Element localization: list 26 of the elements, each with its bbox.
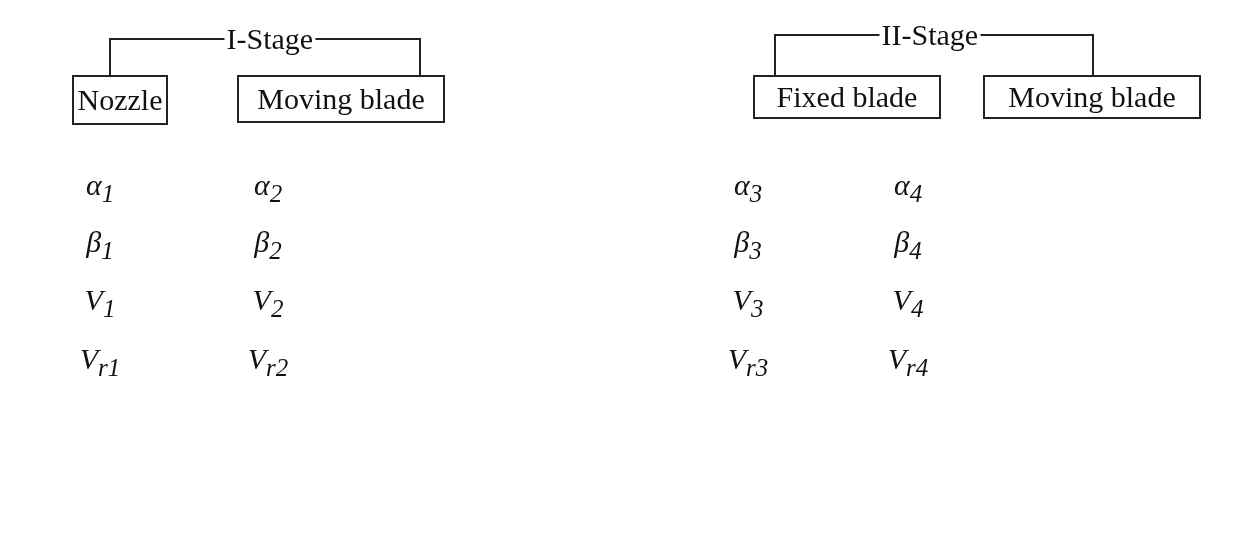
bracket-connector xyxy=(109,38,226,76)
symbol-label: V$_{r1}$ xyxy=(79,342,121,382)
symbol-label: V$_{3}$ xyxy=(732,283,764,323)
symbol-label: β$_{2}$ xyxy=(254,225,282,265)
stage-heading: II-Stage xyxy=(879,14,981,56)
symbol-label: β$_{3}$ xyxy=(734,225,762,265)
component-box: Fixed blade xyxy=(753,75,941,119)
component-box: Moving blade xyxy=(983,75,1201,119)
component-box: Nozzle xyxy=(72,75,168,125)
bracket-connector xyxy=(314,38,421,76)
symbol-label: β$_{4}$ xyxy=(894,225,922,265)
stage-heading: I-Stage xyxy=(224,18,316,60)
symbol-label: V$_{4}$ xyxy=(892,283,924,323)
symbol-label: V$_{r2}$ xyxy=(247,342,289,382)
symbol-label: α$_{3}$ xyxy=(733,168,763,208)
bracket-connector xyxy=(979,34,1094,76)
symbol-label: α$_{4}$ xyxy=(893,168,923,208)
bracket-connector xyxy=(774,34,881,76)
symbol-label: V$_{1}$ xyxy=(84,283,116,323)
symbol-label: β$_{1}$ xyxy=(86,225,114,265)
symbol-label: α$_{2}$ xyxy=(253,168,283,208)
symbol-label: V$_{2}$ xyxy=(252,283,284,323)
symbol-label: V$_{r3}$ xyxy=(727,342,769,382)
symbol-label: V$_{r4}$ xyxy=(887,342,929,382)
symbol-label: α$_{1}$ xyxy=(85,168,115,208)
component-box: Moving blade xyxy=(237,75,445,123)
